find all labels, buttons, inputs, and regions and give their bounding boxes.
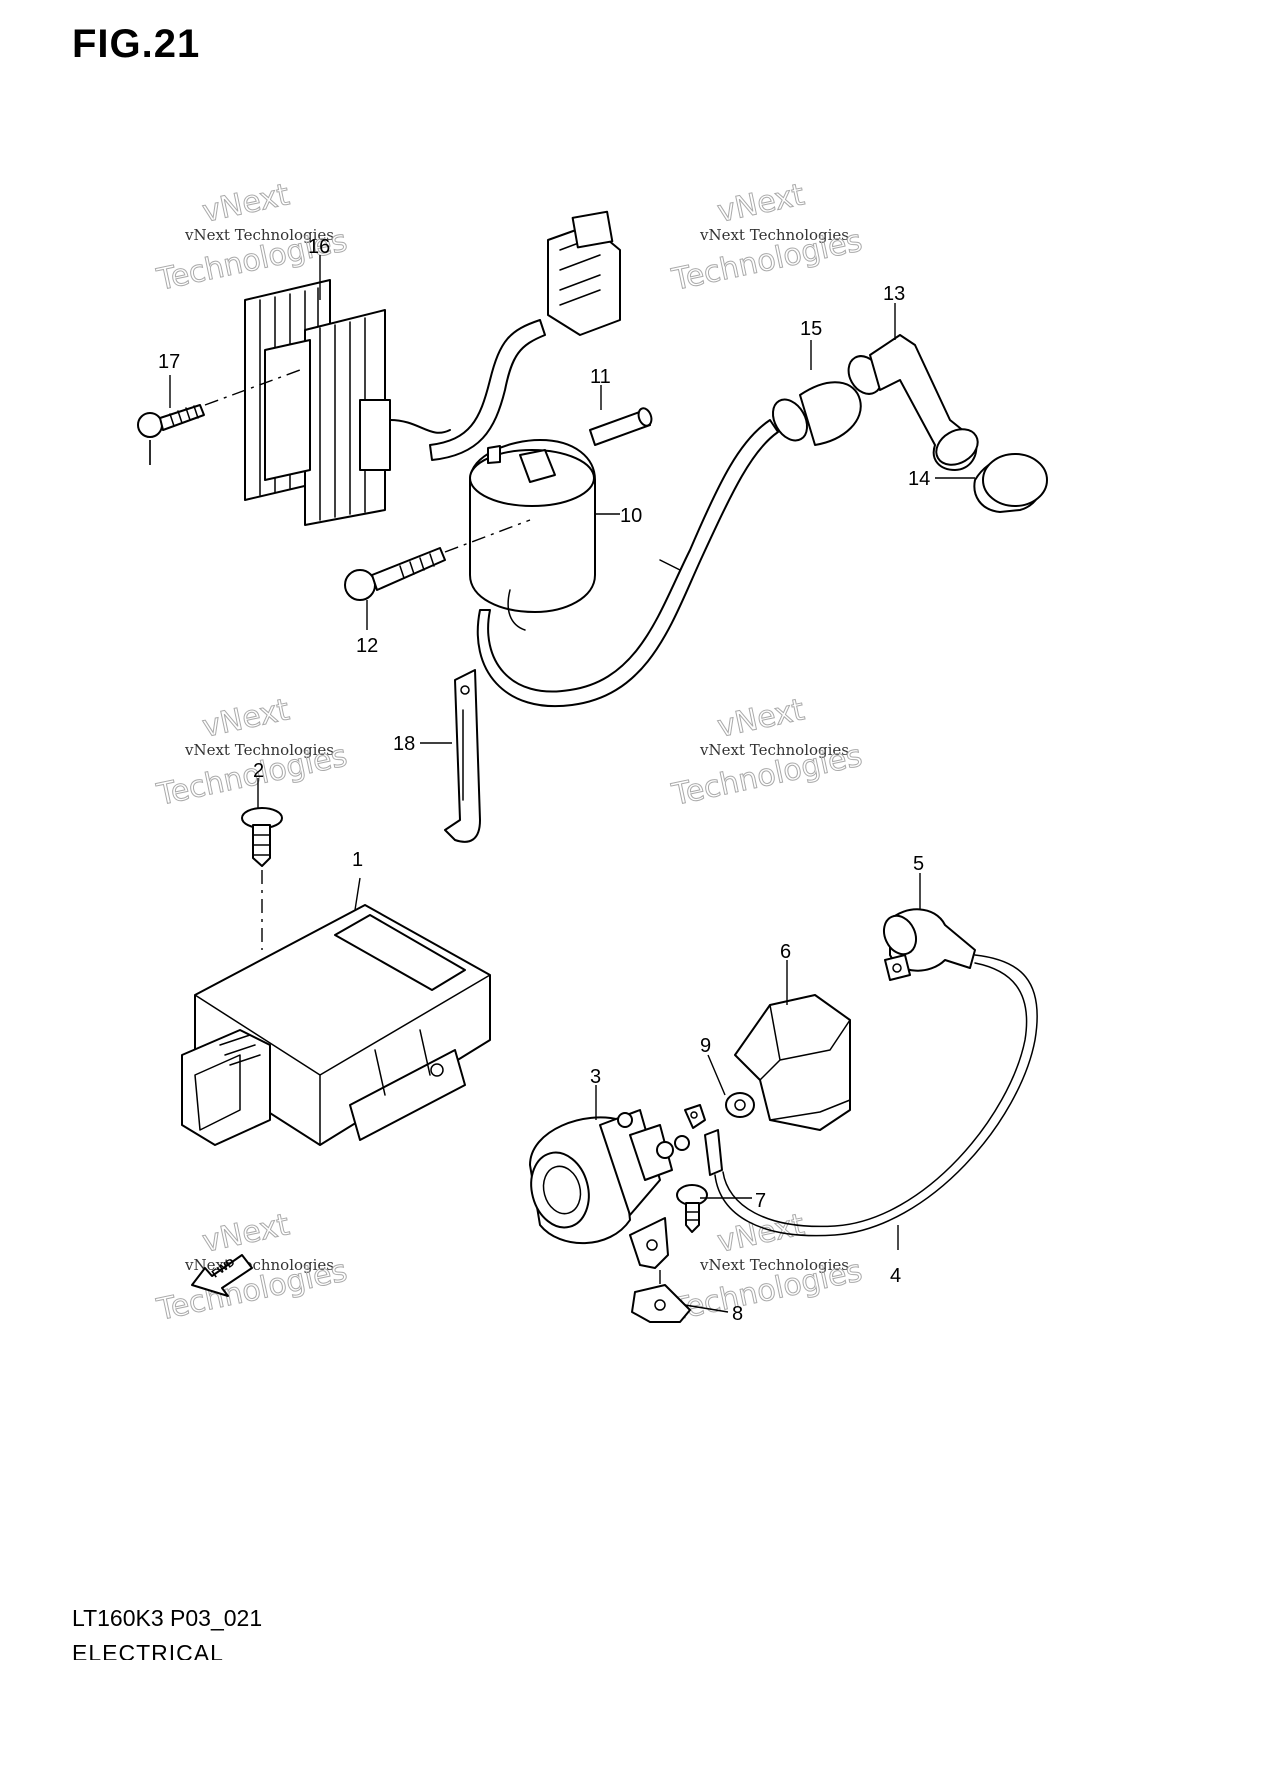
callout-18: 18: [393, 733, 415, 755]
regulator-rectifier: [244, 210, 621, 526]
callout-16: 16: [308, 236, 330, 258]
callout-11: 11: [590, 366, 611, 388]
screw-2: [241, 807, 283, 867]
callout-13: 13: [883, 283, 905, 305]
screw-7: [676, 1184, 708, 1233]
watermark-text: vNext: [199, 177, 292, 230]
callout-14: 14: [908, 468, 930, 490]
callout-5: 5: [913, 853, 924, 875]
bolt-12: [344, 547, 446, 601]
watermark-group: vNext Technologies vNext Technologies: [668, 177, 866, 299]
watermark-text: vNext Technologies: [699, 741, 849, 759]
clip-nut-8: [631, 1284, 691, 1323]
spacer-11: [589, 407, 653, 446]
callout-10: 10: [620, 505, 642, 527]
terminal-cover: [734, 994, 851, 1131]
watermark-group: vNext Technologies vNext Technologies: [153, 692, 351, 814]
section-name: ELECTRICAL: [72, 1640, 224, 1660]
watermark-text: vNext: [199, 692, 292, 745]
battery-cable: [684, 908, 1038, 1237]
watermark-text: vNext Technologies: [699, 226, 849, 244]
watermark-text: vNext Technologies: [184, 226, 334, 244]
ignition-coil: [469, 439, 596, 631]
watermark-group: vNext Technologies vNext Technologies: [153, 177, 351, 299]
spark-plug-cap: [847, 334, 979, 471]
callout-12: 12: [356, 635, 378, 657]
callout-6: 6: [780, 941, 791, 963]
rubber-cap-14: [973, 453, 1048, 513]
callout-17: 17: [158, 351, 180, 373]
callout-15: 15: [800, 318, 822, 340]
high-tension-lead: [476, 419, 779, 708]
model-code: LT160K3 P03_021: [72, 1605, 263, 1631]
callout-labels: 1 2 3 4 5 6 7 8 9 10 11 12 13 14 15 16 1…: [158, 236, 930, 1325]
starter-relay: [529, 1109, 690, 1269]
callout-4: 4: [890, 1265, 901, 1287]
leader-lines: [149, 255, 975, 1313]
watermark-text: vNext: [714, 177, 807, 230]
seal-15: [771, 381, 862, 446]
callout-2: 2: [253, 760, 264, 782]
watermark-text: vNext: [714, 692, 807, 745]
watermark-text: vNext Technologies: [184, 741, 334, 759]
watermark-text: vNext: [199, 1207, 292, 1260]
callout-8: 8: [732, 1303, 743, 1325]
nut-9: [725, 1092, 755, 1118]
callout-1: 1: [352, 849, 363, 871]
center-line: [204, 369, 301, 406]
callout-7: 7: [755, 1190, 766, 1212]
clamp-18: [444, 669, 481, 843]
watermark-text: vNext Technologies: [699, 1256, 849, 1274]
callout-3: 3: [590, 1066, 601, 1088]
watermark-group: vNext Technologies vNext Technologies: [668, 692, 866, 814]
figure-title: FIG.21: [72, 22, 201, 66]
callout-9: 9: [700, 1035, 711, 1057]
bolt-17: [137, 404, 205, 465]
cdi-unit: [181, 904, 491, 1146]
